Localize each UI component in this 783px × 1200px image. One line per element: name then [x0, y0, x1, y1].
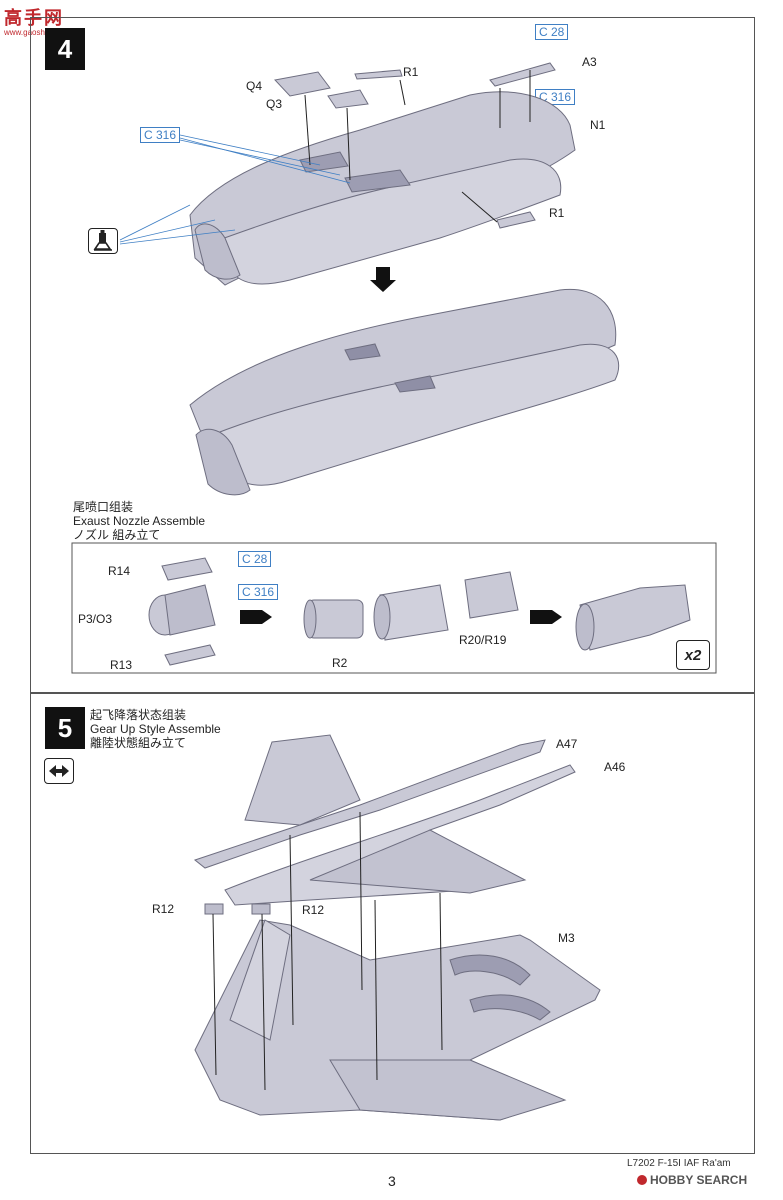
nozzle-color-c28: C 28	[238, 551, 272, 567]
fuselage-lower-exploded	[204, 158, 562, 285]
quantity-badge: x2	[676, 640, 710, 670]
label-r13: R13	[110, 658, 133, 672]
label-q4: Q4	[246, 79, 263, 93]
fuselage-assembled-lower	[199, 343, 620, 486]
arrow-right-1	[240, 610, 272, 624]
part-r20r19	[464, 571, 519, 619]
step4-number: 4	[45, 28, 85, 70]
nozzle-title-en: Exaust Nozzle Assemble	[73, 514, 206, 528]
label-r14: R14	[108, 564, 131, 578]
step5-title-en: Gear Up Style Assemble	[90, 722, 221, 736]
engine-intake-m3	[449, 954, 531, 986]
part-q4	[274, 71, 331, 97]
model-code: L7202 F-15I IAF Ra'am	[627, 1158, 731, 1169]
site-logo-url: www.gaoshouhm.cn	[4, 28, 76, 37]
wing-lower	[329, 1059, 567, 1121]
label-r1-top: R1	[403, 65, 419, 79]
tail-fin-left	[244, 734, 361, 826]
label-r2: R2	[332, 656, 348, 670]
label-r1-side: R1	[549, 206, 565, 220]
part-a47	[193, 739, 546, 869]
label-n1: N1	[590, 118, 606, 132]
color-code-c28: C 28	[535, 24, 569, 40]
intake-left	[194, 223, 241, 280]
label-a46: A46	[604, 760, 626, 774]
cockpit-rear	[344, 169, 411, 193]
nozzle-color-c316: C 316	[238, 584, 279, 600]
part-r1-top	[354, 69, 403, 80]
step5-title-cn: 起飞降落状态组装	[90, 708, 187, 722]
part-q3	[327, 89, 369, 109]
site-logo-text: 高手网	[4, 8, 64, 28]
nozzle-subassembly-box	[71, 542, 717, 674]
intake-assembled	[195, 428, 251, 496]
part-r1-side	[496, 211, 536, 229]
page-number: 3	[388, 1173, 396, 1189]
cockpit-front	[299, 151, 349, 173]
label-r20r19: R20/R19	[459, 633, 507, 647]
double-arrow-icon	[44, 758, 74, 784]
label-r12-left: R12	[152, 902, 175, 916]
watermark-brand-text: HOBBY SEARCH	[650, 1173, 748, 1187]
label-q3: Q3	[266, 97, 283, 111]
site-logo: 高手网 www.gaoshouhm.cn	[4, 4, 76, 37]
part-r14	[161, 557, 213, 581]
label-a47: A47	[556, 737, 578, 751]
step4-drawing	[71, 62, 717, 674]
step5-title-jp: 離陸状態組み立て	[90, 736, 187, 750]
nozzle-assembled	[579, 584, 691, 651]
step4-down-arrow	[370, 267, 396, 292]
part-r13	[164, 644, 216, 666]
nozzle-title-cn: 尾喷口组装	[73, 500, 134, 514]
step5-frame	[30, 692, 755, 1154]
label-r12-right: R12	[302, 903, 325, 917]
hobby-search-logo-icon	[637, 1175, 647, 1185]
label-p3o3: P3/O3	[78, 612, 113, 626]
step5-number: 5	[45, 707, 85, 749]
part-r12-right	[251, 903, 271, 915]
wing-a46	[309, 829, 527, 894]
step4-frame	[30, 17, 755, 694]
watermark-hobby-search: HOBBY SEARCH	[637, 1173, 747, 1187]
quantity-text: x2	[684, 646, 702, 664]
label-a3: A3	[582, 55, 597, 69]
nozzle-title-jp: ノズル 組み立て	[73, 528, 161, 542]
glue-icon	[88, 228, 118, 254]
fin-lower-left	[229, 919, 291, 1041]
label-m3: M3	[558, 931, 575, 945]
part-p3o3-body	[164, 584, 216, 636]
arrow-right-2	[530, 610, 562, 624]
part-r12-left	[204, 903, 224, 915]
color-code-c316-left: C 316	[140, 127, 181, 143]
part-a3	[489, 62, 556, 87]
